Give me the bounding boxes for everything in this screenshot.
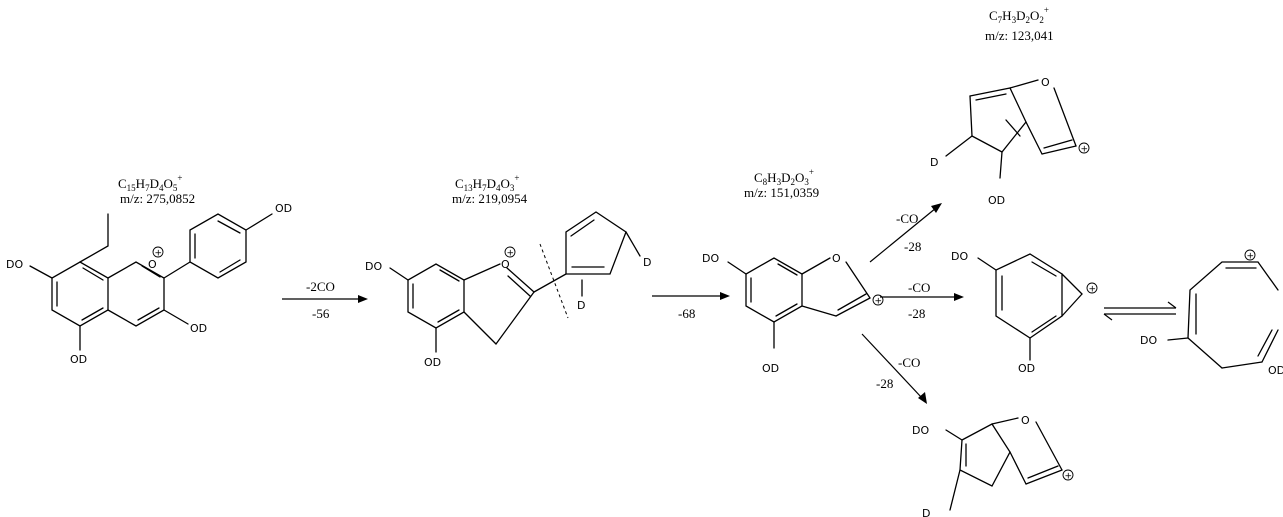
c1-od-c: OD (190, 322, 207, 335)
svg-text:C8H3D2O3+: C8H3D2O3+ (754, 167, 814, 187)
svg-text:+: + (507, 249, 515, 259)
c2-o-atom: O (501, 258, 510, 271)
arrow-4-bottom: -28 (908, 306, 925, 321)
c2-mz: m/z: 219,0954 (452, 191, 528, 206)
c3-formula: C (754, 170, 763, 185)
c1-od-a: OD (70, 353, 87, 366)
c5-do: DO (951, 250, 968, 263)
c1-o-atom: O (148, 258, 157, 271)
svg-text:+: + (155, 249, 163, 259)
c3-o-atom: O (832, 252, 841, 265)
svg-text:C13H7D4O3+: C13H7D4O3+ (455, 173, 519, 193)
c2-od: OD (424, 356, 441, 369)
arrow-5-bottom: -28 (876, 376, 893, 391)
arrow-5: -CO -28 (861, 333, 927, 404)
compound-6: + DO OD (1140, 249, 1283, 377)
arrow-3: -CO -28 (869, 203, 942, 263)
c4-d: D (930, 156, 938, 169)
c7-o-atom: O (1021, 414, 1030, 427)
arrow-5-top: -CO (898, 355, 920, 370)
c4-o-atom: O (1041, 76, 1050, 89)
arrow-4-top: -CO (908, 280, 930, 295)
c3-od: OD (762, 362, 779, 375)
arrow-2: -68 (652, 292, 730, 321)
svg-text:+: + (1081, 145, 1089, 155)
c7-d: D (922, 507, 930, 517)
c3-do: DO (702, 252, 719, 265)
arrow-3-top: -CO (896, 211, 918, 226)
c2-d1: D (643, 256, 651, 269)
compound-7: O + DO D (912, 414, 1074, 517)
c4-od: OD (988, 194, 1005, 207)
arrow-1-top: -2CO (306, 279, 335, 294)
svg-text:+: + (875, 297, 883, 307)
arrow-4: -CO -28 (880, 280, 964, 321)
c2-d2: D (577, 299, 585, 312)
compound-3: C8H3D2O3+ m/z: 151,0359 O + DO OD (702, 167, 884, 375)
c1-do-a: DO (6, 258, 23, 271)
svg-text:C15H7D4O5+: C15H7D4O5+ (118, 173, 182, 193)
c1-formula: C (118, 176, 127, 191)
c4-mz: m/z: 123,041 (985, 28, 1054, 43)
svg-text:+: + (1247, 252, 1255, 262)
svg-text:C7H3D2O2+: C7H3D2O2+ (989, 5, 1049, 25)
arrow-1-bottom: -56 (312, 306, 330, 321)
c5-od: OD (1018, 362, 1035, 375)
c4-formula: C (989, 8, 998, 23)
c2-do: DO (365, 260, 382, 273)
c1-mz: m/z: 275,0852 (120, 191, 195, 206)
svg-text:+: + (1089, 285, 1097, 295)
c6-od: OD (1268, 364, 1283, 377)
c6-do: DO (1140, 334, 1157, 347)
c7-do: DO (912, 424, 929, 437)
compound-2: C13H7D4O3+ m/z: 219,0954 O + DO OD D D (365, 173, 651, 369)
compound-1: C15H7D4O5+ m/z: 275,0852 O + OD OD DO OD (6, 173, 292, 366)
compound-5: + DO OD (951, 250, 1098, 375)
c3-mz: m/z: 151,0359 (744, 185, 819, 200)
arrow-2-bottom: -68 (678, 306, 695, 321)
svg-text:+: + (1065, 472, 1073, 482)
c1-od-b: OD (275, 202, 292, 215)
equilibrium-arrows (1103, 301, 1177, 321)
arrow-1: -2CO -56 (282, 279, 368, 321)
compound-4: C7H3D2O2+ m/z: 123,041 O + D OD (930, 5, 1090, 207)
arrow-3-bottom: -28 (904, 239, 921, 254)
c2-formula: C (455, 176, 464, 191)
